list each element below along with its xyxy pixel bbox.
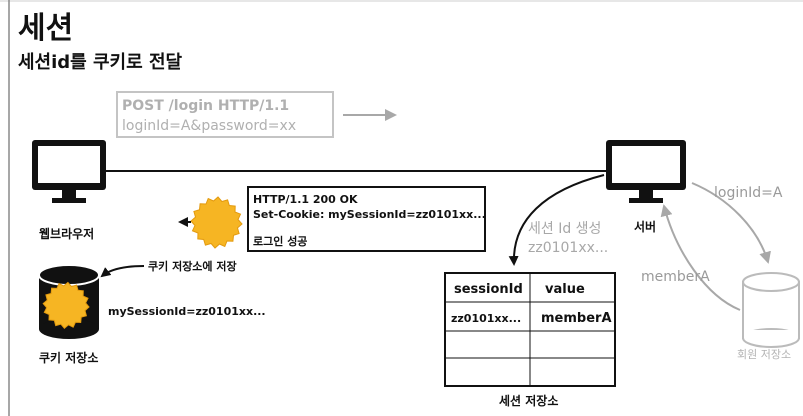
cookie-entry: mySessionId=zz0101xx... (108, 305, 266, 318)
page-subtitle: 세션id를 쿠키로 전달 (18, 52, 183, 73)
cookie-save-arrow (100, 265, 145, 278)
request-line-2: loginId=A&password=xx (122, 118, 296, 134)
cookie-store-cylinder-icon (38, 264, 100, 339)
browser-monitor-icon (32, 140, 106, 203)
response-line-2: Set-Cookie: mySessionId=zz0101xx... (253, 208, 486, 221)
session-create-line-2: zz0101xx... (528, 240, 608, 256)
member-query-label: loginId=A (714, 185, 783, 201)
member-store-cylinder-icon (742, 272, 800, 348)
browser-label: 웹브라우저 (39, 226, 94, 241)
session-create-line-1: 세션 Id 생성 (528, 221, 601, 237)
session-table-cell-sessionid: zz0101xx... (451, 312, 521, 325)
session-store-label: 세션 저장소 (499, 393, 558, 408)
request-box (116, 91, 334, 138)
server-to-member-arrow (691, 182, 771, 264)
session-table (444, 272, 616, 387)
page-title: 세션 (18, 11, 73, 46)
response-box (247, 186, 486, 252)
member-result-label: memberA (641, 269, 710, 285)
cookie-icon (190, 196, 243, 249)
response-line-3: 로그인 성공 (253, 234, 307, 248)
session-table-header-value: value (545, 282, 585, 297)
server-label: 서버 (634, 219, 656, 234)
response-line-1: HTTP/1.1 200 OK (253, 193, 358, 206)
cookie-store-label: 쿠키 저장소 (39, 350, 98, 365)
server-to-session-arrow (508, 174, 605, 266)
session-table-cell-value: memberA (541, 311, 612, 326)
server-monitor-icon (606, 140, 686, 203)
member-to-server-arrow (660, 204, 741, 311)
cookie-save-note: 쿠키 저장소에 저장 (148, 259, 237, 273)
member-store-label: 회원 저장소 (737, 348, 791, 361)
request-line-1: POST /login HTTP/1.1 (122, 98, 289, 114)
session-table-header-sessionid: sessionId (454, 282, 523, 297)
